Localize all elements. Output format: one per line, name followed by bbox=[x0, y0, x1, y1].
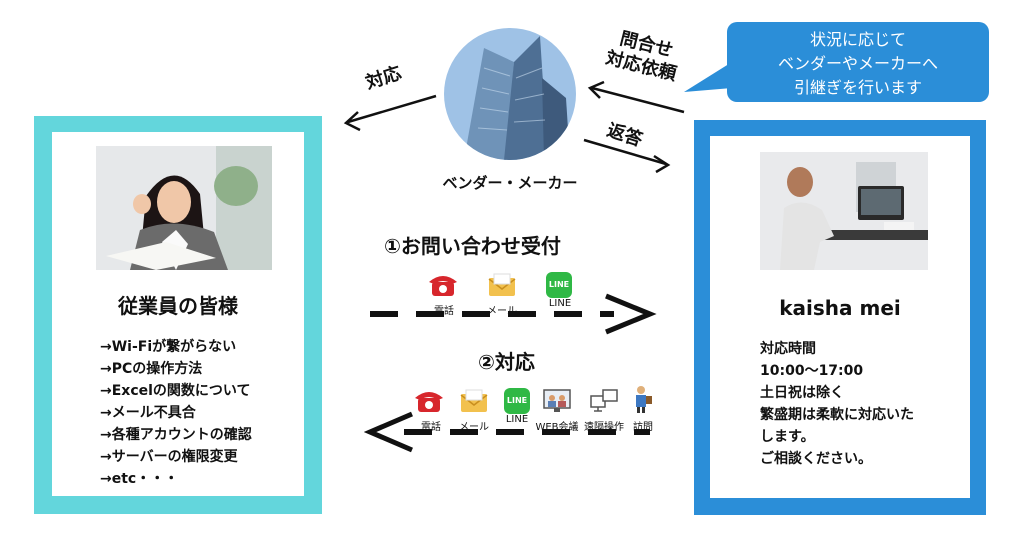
support-staff-photo bbox=[760, 152, 928, 270]
list-item: →etc・・・ bbox=[100, 471, 179, 487]
handoff-note-bubble: 状況に応じて ベンダーやメーカーへ 引継ぎを行います bbox=[727, 22, 989, 102]
bubble-tail bbox=[684, 62, 732, 92]
channel-label: メール bbox=[487, 306, 517, 317]
response-phone: 電話 bbox=[414, 388, 448, 433]
company-title: kaisha mei bbox=[779, 296, 901, 320]
channel-label: LINE bbox=[505, 414, 529, 425]
list-item: →メール不具合 bbox=[100, 405, 196, 421]
hours-line: 10:00〜17:00 bbox=[760, 363, 864, 379]
vendor-to-employee-arrow bbox=[343, 94, 437, 132]
hours-line: 対応時間 bbox=[760, 341, 816, 357]
channel-label: 電話 bbox=[434, 306, 454, 317]
hours-line: 繁盛期は柔軟に対応いた bbox=[760, 407, 914, 423]
channel-label: 訪問 bbox=[633, 422, 653, 433]
phone-icon bbox=[415, 392, 443, 412]
channel-label: LINE bbox=[548, 298, 572, 309]
response-remote: 遠隔操作 bbox=[580, 388, 628, 433]
hours-line: 土日祝は除く bbox=[760, 385, 844, 401]
support-hours: 対応時間 10:00〜17:00 土日祝は除く 繁盛期は柔軟に対応いた します。… bbox=[760, 338, 914, 470]
reception-phone: 電話 bbox=[428, 272, 460, 317]
phone-icon bbox=[429, 276, 457, 296]
channel-label: 遠隔操作 bbox=[584, 422, 624, 433]
hours-line: します。 bbox=[760, 429, 815, 445]
hours-line: ご相談ください。 bbox=[760, 451, 872, 467]
list-item: →各種アカウントの確認 bbox=[100, 427, 252, 443]
line-app-icon: LINE bbox=[504, 388, 530, 414]
reception-title: ①お問い合わせ受付 bbox=[384, 234, 561, 258]
reception-dashed-arrow bbox=[370, 293, 657, 335]
channel-label: メール bbox=[459, 422, 489, 433]
response-visit: 訪問 bbox=[626, 384, 660, 433]
mail-icon bbox=[460, 389, 488, 412]
stressed-employee-photo bbox=[96, 146, 272, 270]
employee-title: 従業員の皆様 bbox=[118, 294, 238, 318]
channel-label: 電話 bbox=[421, 422, 441, 433]
reception-line: LINE LINE bbox=[540, 272, 580, 309]
response-mail: メール bbox=[452, 388, 496, 433]
list-item: →Wi-Fiが繋がらない bbox=[100, 339, 237, 355]
response-line: LINE LINE bbox=[500, 388, 534, 425]
employee-issue-list: →Wi-Fiが繋がらない →PCの操作方法 →Excelの関数について →メール… bbox=[100, 336, 252, 490]
response-title: ②対応 bbox=[478, 350, 535, 374]
inquiry-arrow bbox=[587, 80, 685, 114]
list-item: →Excelの関数について bbox=[100, 383, 251, 399]
mail-icon bbox=[488, 273, 516, 296]
visit-icon bbox=[636, 386, 652, 413]
remote-control-icon bbox=[590, 389, 618, 412]
reply-arrow bbox=[583, 138, 671, 174]
inquiry-label: 問合せ 対応依頼 bbox=[603, 28, 679, 86]
list-item: →サーバーの権限変更 bbox=[100, 449, 238, 465]
channel-label: WEB会議 bbox=[535, 422, 579, 433]
response-web-meeting: WEB会議 bbox=[534, 388, 580, 433]
response-dashed-arrow bbox=[364, 411, 650, 453]
list-item: →PCの操作方法 bbox=[100, 361, 203, 377]
vendor-building-photo bbox=[444, 28, 576, 160]
vendor-label: ベンダー・メーカー bbox=[442, 174, 578, 192]
reception-mail: メール bbox=[476, 272, 528, 317]
web-meeting-icon bbox=[543, 389, 571, 412]
line-app-icon: LINE bbox=[546, 272, 572, 298]
